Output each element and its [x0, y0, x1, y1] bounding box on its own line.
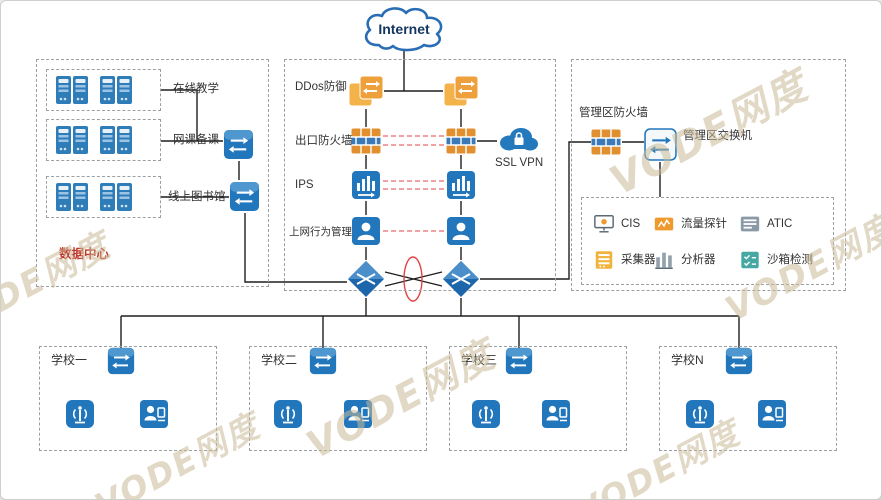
server-icon [99, 125, 133, 155]
traffic-probe-label: 流量探针 [681, 218, 727, 230]
internet-cloud: Internet [357, 5, 452, 52]
server-icon [55, 125, 89, 155]
cis-icon [593, 213, 615, 235]
behavior-management-label: 上网行为管理 [289, 226, 352, 238]
course-prep-label: 网课备课 [173, 134, 219, 146]
ips-icon [446, 170, 476, 200]
server-icon [99, 182, 133, 212]
school-switch-icon [505, 347, 533, 375]
datacenter-switch-icon [229, 181, 260, 212]
exit-firewall-label: 出口防火墙 [295, 135, 353, 147]
cluster-ellipse [403, 256, 423, 302]
sandbox-label: 沙箱检测 [767, 254, 813, 266]
school-n-label: 学校N [671, 353, 704, 367]
behavior-management-icon [351, 216, 381, 246]
school-2-zone [249, 346, 427, 451]
exit-firewall-icon [351, 128, 381, 154]
school-n-zone [659, 346, 837, 451]
school-1-label: 学校一 [51, 353, 88, 367]
school-switch-icon [107, 347, 135, 375]
collector-label: 采集器 [621, 254, 656, 266]
school-1-zone [39, 346, 217, 451]
security-tools-panel [581, 197, 834, 285]
internet-label: Internet [378, 21, 430, 37]
collector-icon [593, 249, 615, 271]
user-workstation-icon [757, 399, 787, 429]
atic-icon [739, 213, 761, 235]
traffic-probe-icon [653, 213, 675, 235]
wireless-ap-icon [471, 399, 501, 429]
server-icon [55, 75, 89, 105]
user-workstation-icon [139, 399, 169, 429]
ddos-label: DDos防御 [295, 81, 347, 93]
server-icon [99, 75, 133, 105]
heartbeat-links [383, 135, 444, 232]
server-icon [55, 182, 89, 212]
exit-firewall-icon [446, 128, 476, 154]
online-library-group [46, 176, 161, 218]
online-teaching-label: 在线教学 [173, 83, 219, 95]
data-center-zone [36, 59, 269, 287]
ips-label: IPS [295, 179, 314, 191]
analyzer-icon [653, 249, 675, 271]
online-library-label: 线上图书馆 [168, 191, 226, 203]
school-3-label: 学校三 [461, 353, 498, 367]
user-workstation-icon [541, 399, 571, 429]
ssl-vpn-cloud-icon [497, 125, 539, 153]
school-2-label: 学校二 [261, 353, 298, 367]
security-chain-zone [284, 59, 556, 291]
cis-label: CIS [621, 218, 641, 230]
management-switch-icon [644, 128, 677, 161]
ips-icon [351, 170, 381, 200]
behavior-management-icon [446, 216, 476, 246]
ddos-router-icon [443, 73, 479, 109]
core-switch-diamond-icon [442, 260, 480, 298]
course-prep-group [46, 119, 161, 161]
management-zone [571, 59, 846, 291]
ddos-router-icon [348, 73, 384, 109]
management-switch-label: 管理区交换机 [683, 130, 752, 142]
online-teaching-group [46, 69, 161, 111]
user-workstation-icon [343, 399, 373, 429]
sandbox-icon [739, 249, 761, 271]
core-switch-diamond-icon [347, 260, 385, 298]
wireless-ap-icon [685, 399, 715, 429]
school-switch-icon [309, 347, 337, 375]
wireless-ap-icon [273, 399, 303, 429]
data-center-title: 数据中心 [59, 247, 110, 261]
ssl-vpn-label: SSL VPN [495, 157, 544, 169]
wireless-ap-icon [65, 399, 95, 429]
analyzer-label: 分析器 [681, 254, 716, 266]
school-switch-icon [725, 347, 753, 375]
school-3-zone [449, 346, 627, 451]
management-firewall-label: 管理区防火墙 [579, 107, 648, 119]
atic-label: ATIC [767, 218, 793, 230]
datacenter-switch-icon [223, 129, 254, 160]
management-firewall-icon [591, 129, 621, 155]
